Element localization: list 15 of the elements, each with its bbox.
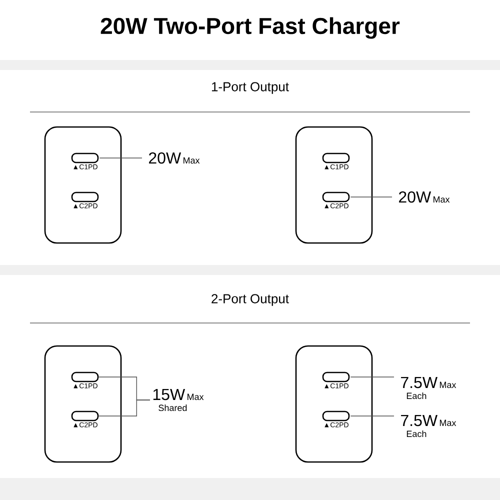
charger-body bbox=[295, 126, 373, 244]
output-label: 20W Max bbox=[399, 191, 450, 203]
charger-body bbox=[44, 345, 122, 463]
output-label: 7.5W Max Each bbox=[401, 414, 456, 438]
charger-body bbox=[44, 126, 122, 244]
section-heading: 1-Port Output bbox=[212, 82, 289, 94]
section-heading: 2-Port Output bbox=[212, 294, 289, 306]
output-label: 20W Max bbox=[149, 152, 200, 164]
connector-line bbox=[350, 376, 394, 378]
connector-line bbox=[350, 196, 392, 198]
connector-line bbox=[98, 400, 150, 416]
output-label: 7.5W Max Each bbox=[401, 376, 456, 400]
output-label: 15W Max Shared bbox=[153, 388, 204, 412]
title: 20W Two-Port Fast Charger bbox=[100, 17, 400, 39]
charger-body bbox=[295, 345, 373, 463]
